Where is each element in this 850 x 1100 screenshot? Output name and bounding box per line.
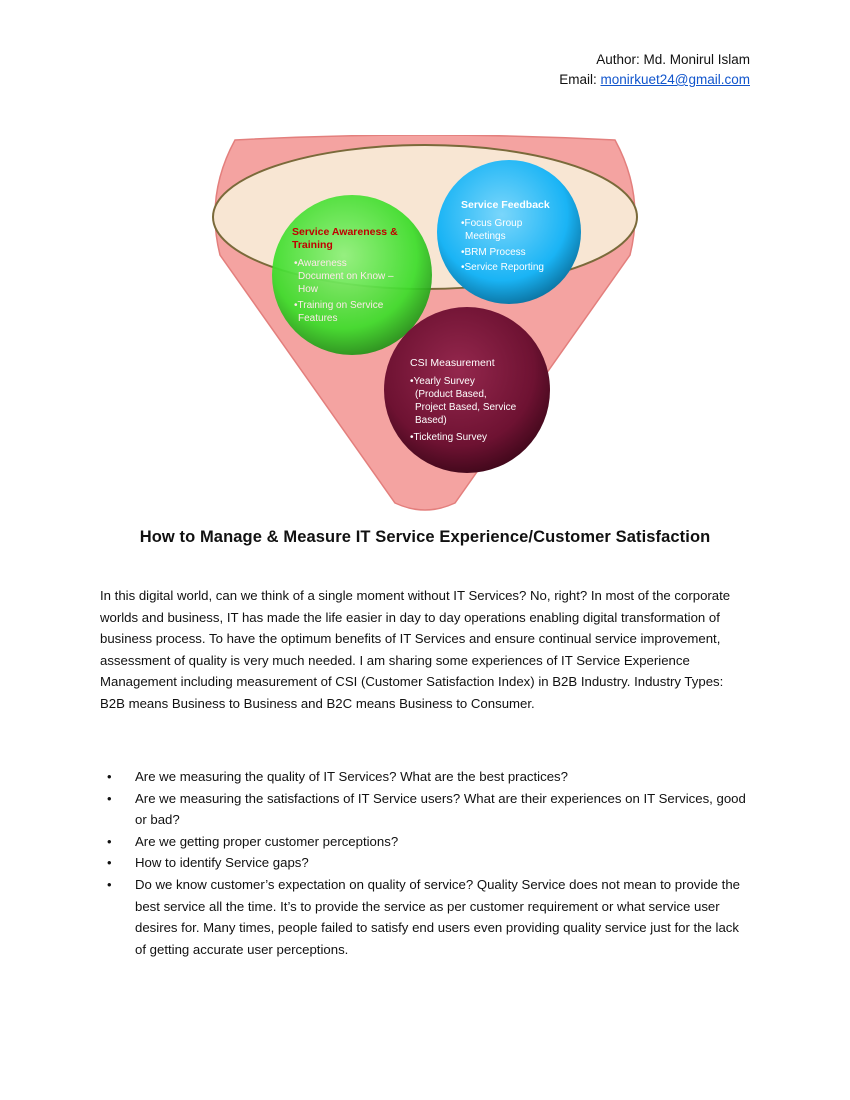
- list-item: •Are we getting proper customer percepti…: [100, 831, 750, 853]
- list-item: •Do we know customer’s expectation on qu…: [100, 874, 750, 960]
- document-title: How to Manage & Measure IT Service Exper…: [139, 528, 711, 546]
- funnel-svg: Service Awareness & Training •Awareness …: [212, 135, 638, 511]
- bullet-icon: •: [107, 833, 112, 849]
- question-list: •Are we measuring the quality of IT Serv…: [100, 766, 750, 960]
- bullet-icon: •: [107, 876, 112, 892]
- email-line: Email: monirkuet24@gmail.com: [559, 70, 750, 90]
- circle-title: Service Feedback: [461, 199, 550, 211]
- intro-paragraph: In this digital world, can we think of a…: [100, 588, 731, 711]
- circle-title: CSI Measurement: [410, 357, 495, 369]
- circle-csi-measurement: CSI Measurement •Yearly Survey (Product …: [384, 307, 550, 473]
- circle-service-feedback: Service Feedback •Focus Group Meetings •…: [437, 160, 581, 304]
- email-label: Email:: [559, 72, 601, 87]
- list-item: •Are we measuring the quality of IT Serv…: [100, 766, 750, 788]
- bullet-icon: •: [107, 769, 112, 784]
- circle-items: •Yearly Survey (Product Based, Project B…: [410, 376, 519, 443]
- author-block: Author: Md. Monirul Islam Email: monirku…: [559, 50, 750, 90]
- circle-items: •Focus Group Meetings •BRM Process •Serv…: [461, 218, 544, 273]
- author-line: Author: Md. Monirul Islam: [596, 52, 750, 67]
- circle-service-awareness: Service Awareness & Training •Awareness …: [272, 195, 432, 355]
- circle-items: •Awareness Document on Know – How •Train…: [294, 258, 396, 324]
- list-item: •Are we measuring the satisfactions of I…: [100, 788, 750, 831]
- funnel-diagram: Service Awareness & Training •Awareness …: [190, 135, 660, 515]
- bullet-icon: •: [107, 855, 112, 871]
- email-link[interactable]: monirkuet24@gmail.com: [600, 72, 750, 87]
- list-item: •How to identify Service gaps?: [100, 852, 750, 874]
- bullet-icon: •: [107, 790, 112, 806]
- circle-title: Service Awareness & Training: [292, 226, 401, 251]
